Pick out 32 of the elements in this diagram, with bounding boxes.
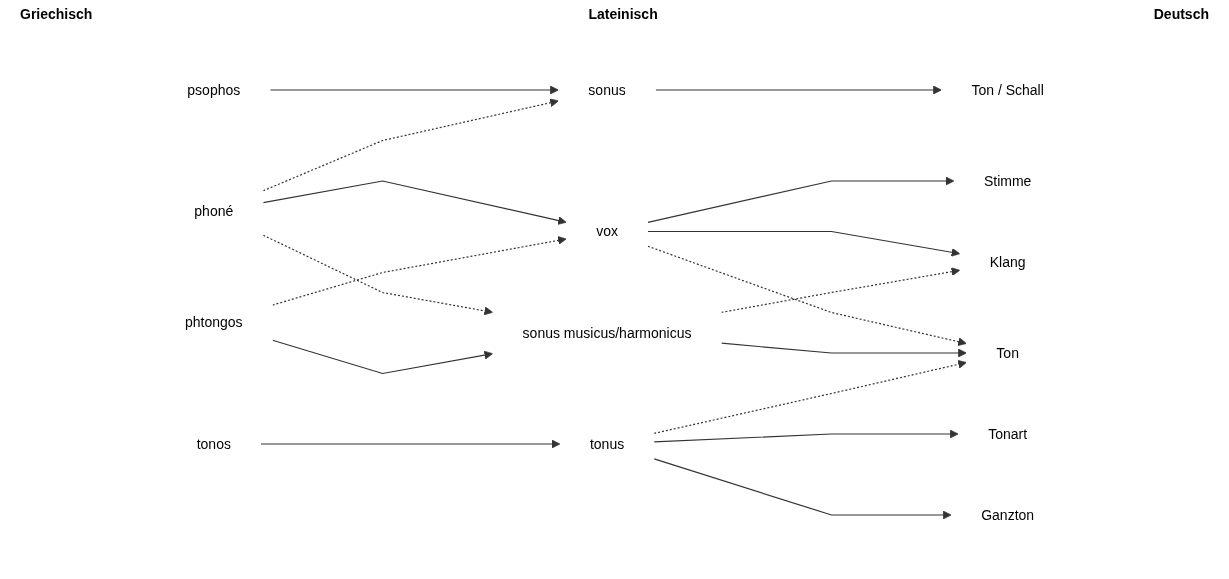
node-text: Ganzton [981,506,1035,523]
column-heading: Lateinisch [588,6,658,24]
node-text: tonos [196,435,232,452]
arrow [262,98,559,192]
node-text: sonus musicus/harmonicus [522,324,692,341]
node-text: sonus [588,81,626,98]
node-text: vox [596,223,619,239]
column-heading: Griechisch [20,6,93,24]
node-text: tonus [589,435,625,452]
node-text: Ton [996,344,1020,361]
node-text: Ton / Schall [971,81,1044,98]
arrow [269,85,559,95]
arrow [720,267,961,313]
arrow [260,439,561,449]
arrow [720,342,967,358]
arrow [272,339,494,375]
node-text: phoné [194,203,234,219]
arrow [647,230,961,257]
node-text: Klang [989,253,1026,270]
arrow [653,458,952,520]
node-text: phtongos [185,314,243,330]
arrow [653,360,967,434]
arrow [272,236,567,306]
node-text: psophos [187,81,241,98]
column-heading: Deutsch [1153,6,1209,24]
arrow [647,176,955,223]
arrow [655,85,942,95]
arrow [262,180,567,225]
arrow [653,429,959,443]
node-text: Stimme [984,172,1032,189]
node-text: Tonart [988,425,1028,442]
arrow [262,234,494,316]
